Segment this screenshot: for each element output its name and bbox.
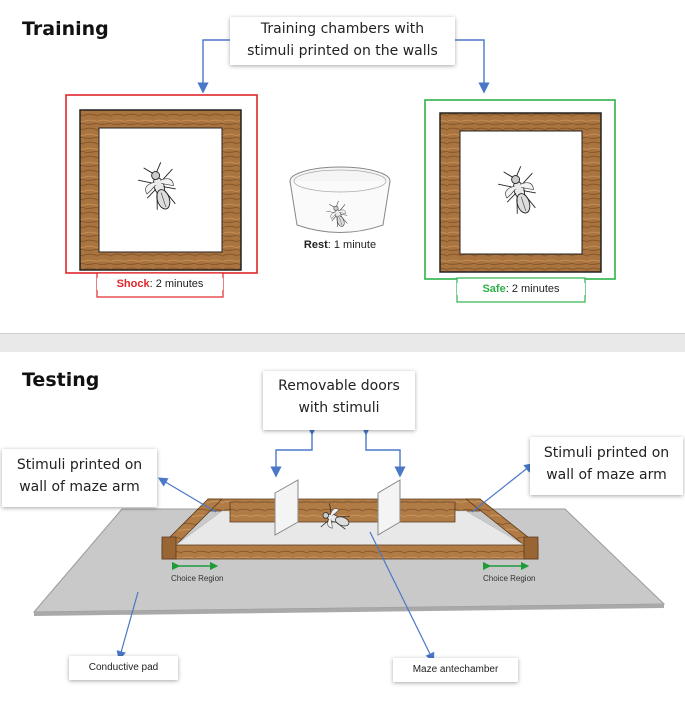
rest-caption: Rest: 1 minute: [285, 239, 395, 251]
training-title: Training: [22, 18, 109, 40]
antechamber-label: Maze antechamber: [412, 664, 499, 675]
doors-callout-line2: with stimuli: [298, 400, 380, 416]
training-panel: Training Training chambers with stimuli …: [0, 0, 685, 333]
training-callout: Training chambers with stimuli printed o…: [230, 17, 455, 65]
testing-graphics: [32, 424, 666, 663]
safe-caption: Safe: 2 minutes: [457, 283, 585, 295]
shock-label: Shock: [116, 278, 150, 290]
rest-label: Rest: [303, 239, 328, 251]
training-callout-line2: stimuli printed on the walls: [247, 43, 438, 59]
training-callout-line1: Training chambers with: [260, 21, 425, 37]
rest-duration: : 1 minute: [327, 239, 377, 251]
choice-region-left: Choice Region: [171, 574, 224, 583]
left-wall-callout-line2: wall of maze arm: [19, 479, 140, 495]
training-graphics: [65, 39, 616, 303]
testing-title: Testing: [22, 369, 100, 391]
antechamber-callout: Maze antechamber: [393, 658, 518, 682]
pad-label: Conductive pad: [88, 662, 159, 673]
pad-callout: Conductive pad: [69, 656, 178, 680]
wasp-icon: [320, 503, 350, 530]
doors-callout-line1: Removable doors: [278, 378, 400, 394]
shock-caption: Shock: 2 minutes: [97, 278, 223, 290]
left-wall-callout: Stimuli printed on wall of maze arm: [2, 449, 157, 507]
testing-panel: Testing: [0, 352, 685, 701]
shock-duration: : 2 minutes: [149, 278, 204, 290]
right-wall-callout: Stimuli printed on wall of maze arm: [530, 437, 683, 495]
safe-duration: : 2 minutes: [505, 283, 560, 295]
doors-callout: Removable doors with stimuli: [263, 371, 415, 430]
right-wall-callout-line2: wall of maze arm: [546, 467, 667, 483]
right-wall-callout-line1: Stimuli printed on: [543, 445, 670, 461]
left-wall-callout-line1: Stimuli printed on: [16, 457, 143, 473]
choice-region-right: Choice Region: [483, 574, 536, 583]
safe-label: Safe: [482, 283, 506, 295]
panel-divider: [0, 333, 685, 353]
